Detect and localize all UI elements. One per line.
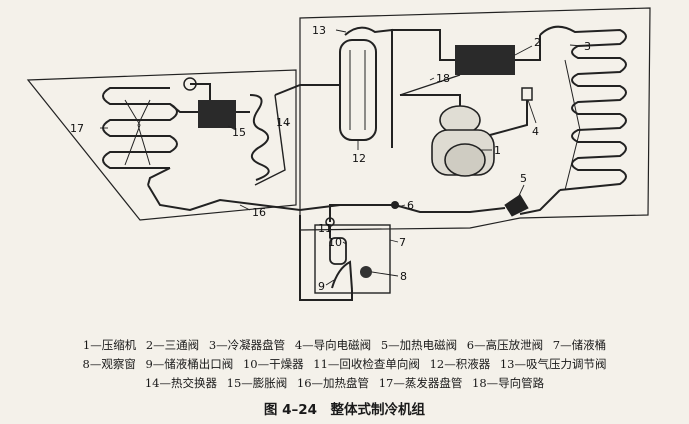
heating-coil xyxy=(147,184,341,212)
figure-caption: 图 4–24 整体式制冷机组 xyxy=(263,402,426,418)
piping xyxy=(147,29,561,301)
pilot-pipe xyxy=(399,74,461,96)
callout-4: 4 xyxy=(532,125,539,138)
legend-item: 1—压缩机 xyxy=(82,338,137,352)
heating-solenoid-valve xyxy=(504,194,529,217)
legend-item: 15—膨胀阀 xyxy=(226,376,288,390)
callout-2: 2 xyxy=(534,36,541,49)
callout-8: 8 xyxy=(400,270,407,283)
condenser-coil xyxy=(539,25,627,191)
legend-item: 3—冷凝器盘管 xyxy=(208,338,286,352)
heat-exchanger xyxy=(249,94,286,186)
legend-item: 9—储液桶出口阀 xyxy=(145,357,234,371)
legend-row-2: 8—观察窗 9—储液桶出口阀 10—干燥器 11—回收检查单向阀 12—积液器 … xyxy=(0,355,689,374)
legend-item: 11—回收检查单向阀 xyxy=(313,357,420,371)
accumulator xyxy=(339,39,377,141)
refrigeration-unit-diagram: 1 2 3 4 5 6 7 8 9 10 11 12 13 14 15 16 1… xyxy=(26,7,651,301)
legend-item: 18—导向管路 xyxy=(472,376,545,390)
callout-7: 7 xyxy=(399,236,406,249)
callout-6: 6 xyxy=(407,199,414,212)
receiver-tank xyxy=(314,224,391,294)
pilot-solenoid-valve xyxy=(521,87,533,101)
callout-11: 11 xyxy=(318,222,332,235)
legend-item: 10—干燥器 xyxy=(242,357,304,371)
callout-9: 9 xyxy=(318,280,325,293)
legend-item: 13—吸气压力调节阀 xyxy=(499,357,607,371)
evaporator-housing xyxy=(26,69,297,221)
legend-item: 4—导向电磁阀 xyxy=(294,338,372,352)
callout-16: 16 xyxy=(252,206,266,219)
legend-item: 6—高压放泄阀 xyxy=(466,338,544,352)
legend-row-1: 1—压缩机 2—三通阀 3—冷凝器盘管 4—导向电磁阀 5—加热电磁阀 6—高压… xyxy=(0,336,689,355)
callout-12: 12 xyxy=(352,152,366,165)
suction-pressure-regulating-valve xyxy=(344,26,393,148)
callout-leaders xyxy=(100,29,583,286)
legend-item: 8—观察窗 xyxy=(82,357,136,371)
evaporator-coil xyxy=(102,87,178,169)
callout-13: 13 xyxy=(312,24,326,37)
callout-3: 3 xyxy=(584,40,591,53)
legend-row-3: 14—热交换器 15—膨胀阀 16—加热盘管 17—蒸发器盘管 18—导向管路 xyxy=(0,374,689,393)
legend-item: 16—加热盘管 xyxy=(296,376,370,390)
callout-1: 1 xyxy=(494,144,501,157)
sight-glass xyxy=(360,266,372,278)
legend: 1—压缩机 2—三通阀 3—冷凝器盘管 4—导向电磁阀 5—加热电磁阀 6—高压… xyxy=(0,336,689,393)
callout-5: 5 xyxy=(520,172,527,185)
legend-item: 7—储液桶 xyxy=(552,338,607,352)
three-way-valve xyxy=(455,45,515,75)
legend-item: 12—积液器 xyxy=(429,357,491,371)
legend-item: 5—加热电磁阀 xyxy=(380,338,458,352)
callout-15: 15 xyxy=(232,126,246,139)
receiver-outlet-valve xyxy=(331,260,353,291)
legend-item: 17—蒸发器盘管 xyxy=(378,376,463,390)
legend-item: 2—三通阀 xyxy=(145,338,200,352)
expansion-valve xyxy=(198,100,236,128)
callout-17: 17 xyxy=(70,122,84,135)
legend-item: 14—热交换器 xyxy=(144,376,217,390)
callout-10: 10 xyxy=(328,236,342,249)
compressor xyxy=(431,105,495,177)
dryer xyxy=(329,237,347,265)
callout-14: 14 xyxy=(276,116,290,129)
callout-18: 18 xyxy=(436,72,450,85)
